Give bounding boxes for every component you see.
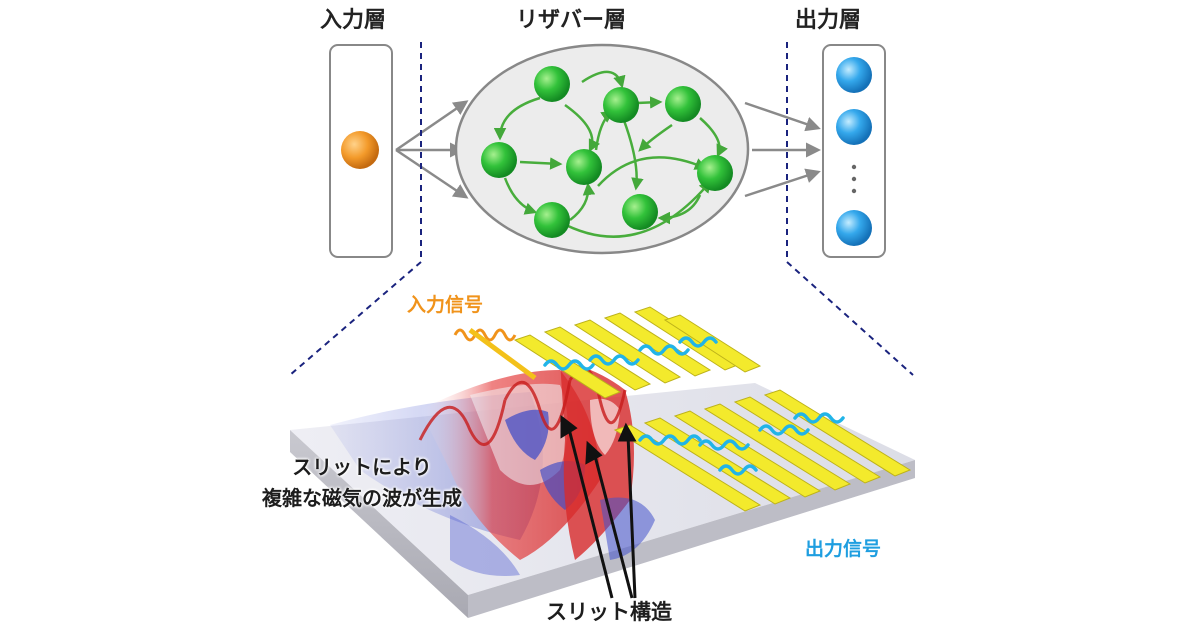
- output-node: [836, 57, 872, 93]
- input-signal-label: 入力信号: [407, 294, 484, 316]
- output-node: [836, 210, 872, 246]
- input-signal-stem: [468, 327, 537, 381]
- reservoir-node: [566, 149, 602, 185]
- output-signal-label: 出力信号: [805, 538, 882, 560]
- reservoir-node: [534, 66, 570, 102]
- film-slab-side: [290, 430, 468, 618]
- reservoir-node: [622, 194, 658, 230]
- input-signal-wave: [453, 328, 517, 342]
- slit-pointer-arrows: [560, 414, 637, 599]
- electrode-array-lower: [613, 389, 912, 512]
- input-node: [341, 131, 379, 169]
- reservoir-node: [697, 155, 733, 191]
- note-line-2: 複雑な磁気の波が生成: [262, 486, 462, 510]
- output-node: [836, 109, 872, 145]
- note-line-1: スリットにより: [292, 455, 432, 479]
- reservoir-layer-title: リザバー層: [516, 8, 627, 33]
- input-layer-title: 入力層: [320, 8, 387, 33]
- slit-structure-label: スリット構造: [546, 600, 672, 624]
- reservoir-node: [534, 202, 570, 238]
- film-slab-front: [468, 460, 915, 618]
- slit-effect-note: スリットにより 複雑な磁気の波が生成: [262, 452, 462, 514]
- output-arrows: [744, 101, 821, 198]
- input-arrows: [395, 100, 469, 199]
- reservoir-node: [603, 87, 639, 123]
- reservoir-node: [665, 86, 701, 122]
- output-layer-box: [822, 44, 886, 258]
- dashed-guides: [289, 42, 914, 376]
- output-wave-arrows: [543, 336, 845, 476]
- output-layer-title: 出力層: [795, 8, 862, 33]
- ellipsis-dots: [851, 164, 857, 194]
- reservoir-nodes: [481, 66, 733, 238]
- reservoir-node: [481, 142, 517, 178]
